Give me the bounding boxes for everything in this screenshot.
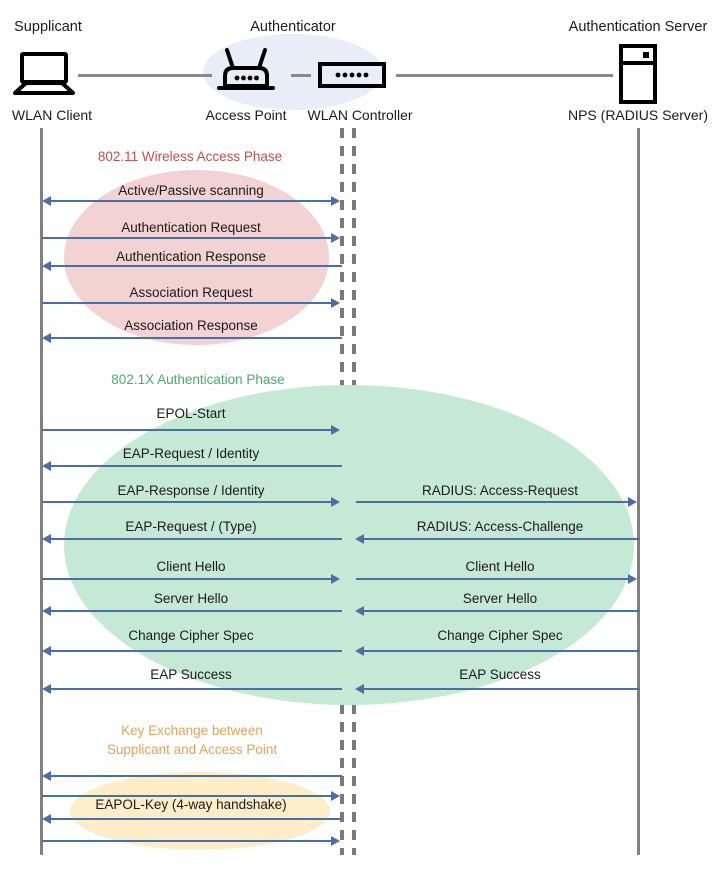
- phase-label-line: Supplicant and Access Point: [106, 742, 278, 757]
- message-arrow: [48, 337, 342, 339]
- message-label: Server Hello: [462, 591, 538, 606]
- server-icon: [618, 44, 658, 109]
- phase-ellipse-key-exchange: [70, 772, 330, 850]
- message-arrow: [356, 501, 631, 503]
- actor-role-authenticator: Authenticator: [250, 19, 336, 35]
- arrow-head-left-icon: [42, 814, 51, 824]
- arrow-head-left-icon: [42, 606, 51, 616]
- message-arrow: [48, 265, 342, 267]
- message-arrow: [362, 538, 640, 540]
- actor-role-authentication-server: Authentication Server: [568, 19, 708, 35]
- message-label: Authentication Response: [115, 249, 267, 264]
- message-arrow: [42, 578, 334, 580]
- arrow-head-right-icon: [331, 298, 340, 308]
- phase-label-line: 802.11 Wireless Access Phase: [97, 149, 283, 164]
- message-label: Change Cipher Spec: [128, 628, 254, 643]
- lifeline-authentication-server: [637, 128, 640, 855]
- message-arrow: [48, 818, 342, 820]
- message-label: EAP Success: [150, 667, 232, 682]
- phase-ellipse-wireless-access: [64, 170, 329, 345]
- arrow-head-left-icon: [42, 333, 51, 343]
- message-arrow: [48, 688, 342, 690]
- message-arrow: [42, 795, 334, 797]
- message-label: Change Cipher Spec: [437, 628, 563, 643]
- arrow-head-right-icon: [331, 233, 340, 243]
- phase-ellipse-dot1x-auth: [64, 385, 634, 705]
- arrow-head-left-icon: [42, 461, 51, 471]
- arrow-head-right-icon: [628, 574, 637, 584]
- message-arrow: [362, 610, 640, 612]
- message-label: EAP-Request / Identity: [122, 446, 260, 461]
- phase-label-dot1x-auth: 802.1X Authentication Phase: [68, 370, 328, 389]
- link-client-to-ap: [78, 74, 212, 77]
- message-arrow: [356, 578, 631, 580]
- message-label: Association Response: [124, 318, 258, 333]
- actor-device-wlan-client: WLAN Client: [11, 107, 93, 123]
- arrow-head-right-icon: [331, 196, 340, 206]
- message-label: EPOL-Start: [156, 406, 226, 421]
- message-arrow: [48, 538, 342, 540]
- message-label: Authentication Request: [121, 220, 261, 235]
- message-arrow: [42, 840, 334, 842]
- message-label: RADIUS: Access-Challenge: [416, 519, 584, 534]
- arrow-head-left-icon: [42, 196, 51, 206]
- message-arrow: [362, 688, 640, 690]
- arrow-head-left-icon: [42, 261, 51, 271]
- laptop-icon: [13, 52, 75, 101]
- message-label: EAP-Response / Identity: [117, 483, 265, 498]
- arrow-head-left-icon: [42, 646, 51, 656]
- phase-label-key-exchange: Key Exchange between Supplicant and Acce…: [62, 721, 322, 759]
- message-label: Server Hello: [153, 591, 229, 606]
- arrow-head-left-icon: [355, 684, 364, 694]
- actor-device-access-point: Access Point: [205, 107, 287, 123]
- message-label: Association Request: [129, 285, 253, 300]
- message-label: EAP Success: [459, 667, 541, 682]
- arrow-head-right-icon: [331, 791, 340, 801]
- actor-device-nps-radius-server: NPS (RADIUS Server): [567, 107, 709, 123]
- arrow-head-left-icon: [42, 771, 51, 781]
- actor-device-wlan-controller: WLAN Controller: [307, 107, 413, 123]
- arrow-head-left-icon: [42, 534, 51, 544]
- message-arrow: [48, 465, 342, 467]
- message-arrow: [42, 501, 334, 503]
- link-ap-to-controller: [291, 74, 311, 77]
- message-label: Active/Passive scanning: [118, 183, 264, 198]
- message-arrow: [48, 200, 336, 202]
- message-label: Client Hello: [156, 559, 226, 574]
- phase-label-line: Key Exchange between: [121, 723, 263, 738]
- message-label: EAP-Request / (Type): [125, 519, 257, 534]
- message-arrow: [48, 775, 342, 777]
- message-arrow: [362, 650, 640, 652]
- actor-role-supplicant: Supplicant: [14, 19, 82, 35]
- authenticator-group-highlight: [203, 34, 383, 110]
- phase-label-wireless-access: 802.11 Wireless Access Phase: [60, 147, 320, 166]
- arrow-head-right-icon: [331, 497, 340, 507]
- arrow-head-left-icon: [355, 534, 364, 544]
- message-label: RADIUS: Access-Request: [421, 483, 579, 498]
- arrow-head-left-icon: [42, 684, 51, 694]
- wlan-controller-icon: [318, 62, 386, 93]
- lifeline-supplicant: [40, 128, 43, 855]
- message-arrow: [48, 610, 342, 612]
- arrow-head-right-icon: [628, 497, 637, 507]
- message-label: EAPOL-Key (4-way handshake): [95, 797, 287, 812]
- arrow-head-right-icon: [331, 836, 340, 846]
- message-arrow: [42, 429, 334, 431]
- access-point-icon: [215, 48, 277, 99]
- arrow-head-right-icon: [331, 574, 340, 584]
- arrow-head-left-icon: [355, 646, 364, 656]
- message-arrow: [42, 302, 334, 304]
- arrow-head-right-icon: [331, 425, 340, 435]
- message-label: Client Hello: [465, 559, 535, 574]
- arrow-head-left-icon: [355, 606, 364, 616]
- message-arrow: [48, 650, 342, 652]
- phase-label-line: 802.1X Authentication Phase: [111, 372, 285, 387]
- link-controller-to-server: [396, 74, 613, 77]
- message-arrow: [42, 237, 334, 239]
